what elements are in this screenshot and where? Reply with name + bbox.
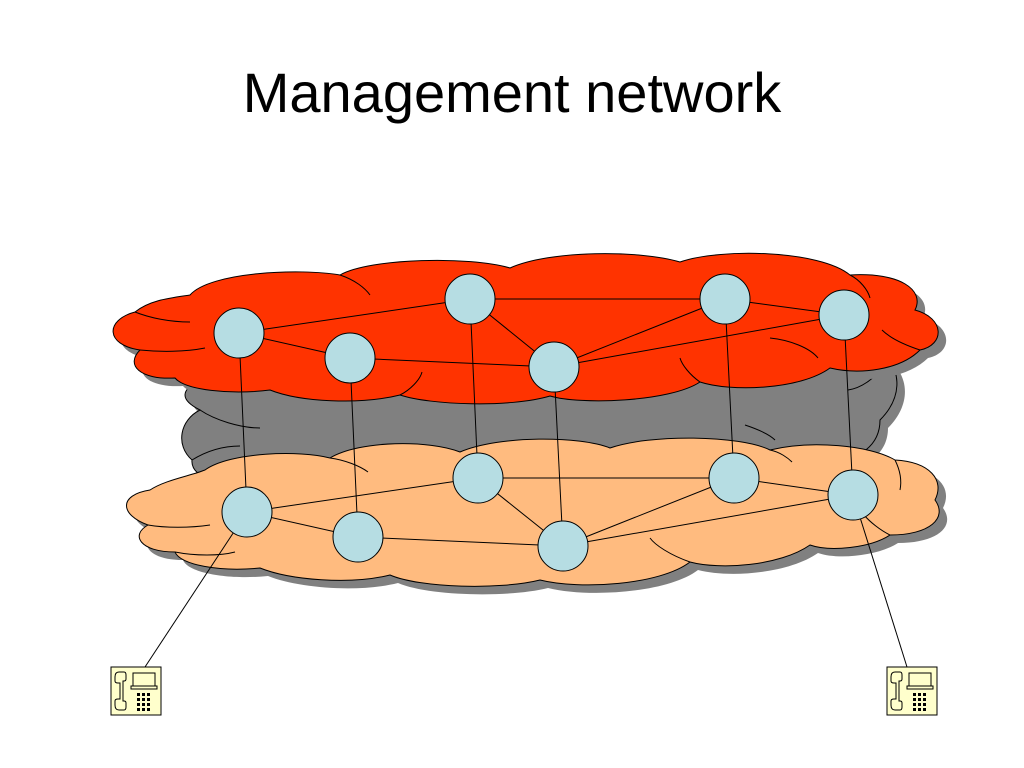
top-link	[553, 298, 726, 368]
top-node-1[interactable]	[213, 307, 265, 359]
top-link	[553, 314, 845, 368]
vertical-link	[724, 298, 735, 479]
vertical-link	[553, 366, 564, 547]
bottom-node-3[interactable]	[452, 452, 504, 504]
top-node-4[interactable]	[528, 341, 580, 393]
bottom-node-2[interactable]	[332, 511, 384, 563]
bottom-node-6[interactable]	[827, 469, 879, 521]
bottom-node-5[interactable]	[708, 452, 760, 504]
left-phone-icon[interactable]	[110, 666, 162, 716]
vertical-link	[843, 314, 854, 496]
bottom-link	[562, 494, 854, 547]
terminal-link-right	[852, 494, 908, 668]
top-node-5[interactable]	[699, 273, 751, 325]
inter-layer-links	[238, 298, 854, 547]
slide-title: Management network	[242, 61, 782, 124]
top-link	[349, 357, 555, 368]
bottom-link	[246, 477, 479, 513]
right-phone-icon[interactable]	[886, 666, 938, 716]
bottom-layer-nodes	[221, 452, 879, 572]
terminal-link-left	[144, 511, 248, 668]
vertical-link	[469, 298, 479, 479]
top-node-3[interactable]	[444, 273, 496, 325]
vertical-link	[349, 357, 359, 538]
bottom-node-4[interactable]	[537, 520, 589, 572]
top-node-2[interactable]	[324, 332, 376, 384]
vertical-link	[238, 332, 248, 513]
top-node-6[interactable]	[818, 289, 870, 341]
bottom-link	[562, 477, 735, 547]
terminal-links	[144, 494, 908, 668]
top-link	[238, 298, 471, 334]
bottom-node-1[interactable]	[221, 486, 273, 538]
top-layer-nodes	[213, 273, 870, 393]
bottom-link	[357, 536, 564, 547]
